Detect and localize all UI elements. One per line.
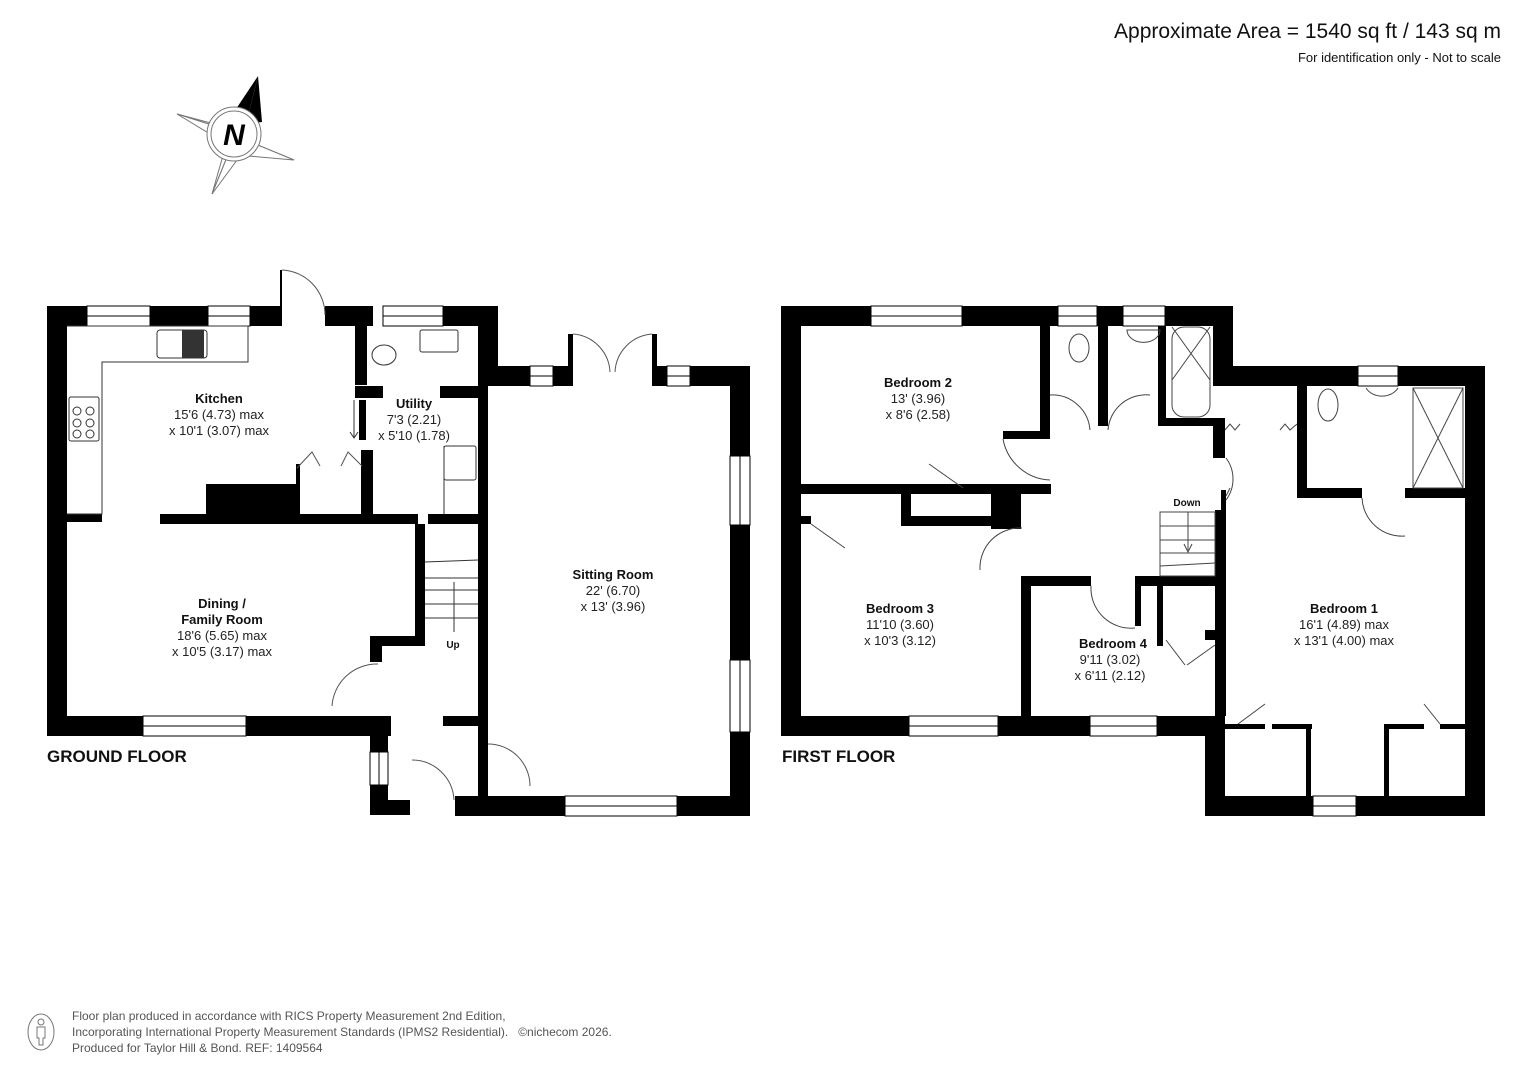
bedroom3-dim2: x 10'3 (3.12)	[864, 633, 936, 648]
dining-dim2: x 10'5 (3.17) max	[172, 644, 273, 659]
footer-line-2: Incorporating International Property Mea…	[72, 1025, 509, 1039]
utility-label: Utility	[396, 396, 433, 411]
dining-dim1: 18'6 (5.65) max	[177, 628, 267, 643]
kitchen-label: Kitchen	[195, 391, 243, 406]
stairs-down-label: Down	[1173, 498, 1200, 509]
bedroom2-dim2: x 8'6 (2.58)	[886, 407, 951, 422]
footer-line-3: Produced for Taylor Hill & Bond. REF: 14…	[72, 1041, 323, 1055]
footer-line-1: Floor plan produced in accordance with R…	[72, 1009, 506, 1023]
sitting-room-label: Sitting Room	[573, 567, 654, 582]
first-fittings	[810, 326, 1464, 725]
first-floor-plan	[781, 306, 1485, 816]
copyright: ©nichecom 2026.	[518, 1025, 612, 1039]
ground-floor-label: GROUND FLOOR	[47, 747, 187, 766]
person-measurement-icon	[27, 1013, 55, 1051]
utility-dim1: 7'3 (2.21)	[387, 412, 442, 427]
kitchen-dim1: 15'6 (4.73) max	[174, 407, 264, 422]
bedroom2-label: Bedroom 2	[884, 375, 952, 390]
dining-label-1: Dining /	[198, 596, 246, 611]
approximate-area: Approximate Area = 1540 sq ft / 143 sq m	[1114, 20, 1501, 43]
ground-floor-plan	[47, 270, 750, 816]
disclaimer: For identification only - Not to scale	[1297, 50, 1501, 65]
sitting-room-dim1: 22' (6.70)	[586, 583, 641, 598]
first-floor-label: FIRST FLOOR	[782, 747, 896, 766]
dining-label-2: Family Room	[181, 612, 263, 627]
bedroom4-dim1: 9'11 (3.02)	[1080, 652, 1141, 667]
bedroom3-label: Bedroom 3	[866, 601, 934, 616]
ground-doors	[281, 269, 653, 801]
utility-dim2: x 5'10 (1.78)	[378, 428, 450, 443]
stairs-up-label: Up	[446, 640, 459, 651]
bedroom4-label: Bedroom 4	[1079, 636, 1148, 651]
bedroom1-label: Bedroom 1	[1310, 601, 1378, 616]
sitting-room-dim2: x 13' (3.96)	[581, 599, 646, 614]
first-windows	[870, 305, 1399, 817]
bedroom1-dim1: 16'1 (4.89) max	[1299, 617, 1389, 632]
header: Approximate Area = 1540 sq ft / 143 sq m…	[1114, 20, 1501, 65]
compass-n-letter: N	[223, 119, 246, 152]
north-compass-icon: N	[176, 76, 295, 195]
kitchen-dim2: x 10'1 (3.07) max	[169, 423, 270, 438]
bedroom1-dim2: x 13'1 (4.00) max	[1294, 633, 1395, 648]
footer: Floor plan produced in accordance with R…	[26, 1008, 612, 1056]
ground-windows	[86, 305, 751, 817]
bedroom3-dim1: 11'10 (3.60)	[866, 617, 934, 632]
kitchen-fittings	[67, 325, 479, 632]
bedroom2-dim1: 13' (3.96)	[891, 391, 946, 406]
bedroom4-dim2: x 6'11 (2.12)	[1075, 668, 1146, 683]
